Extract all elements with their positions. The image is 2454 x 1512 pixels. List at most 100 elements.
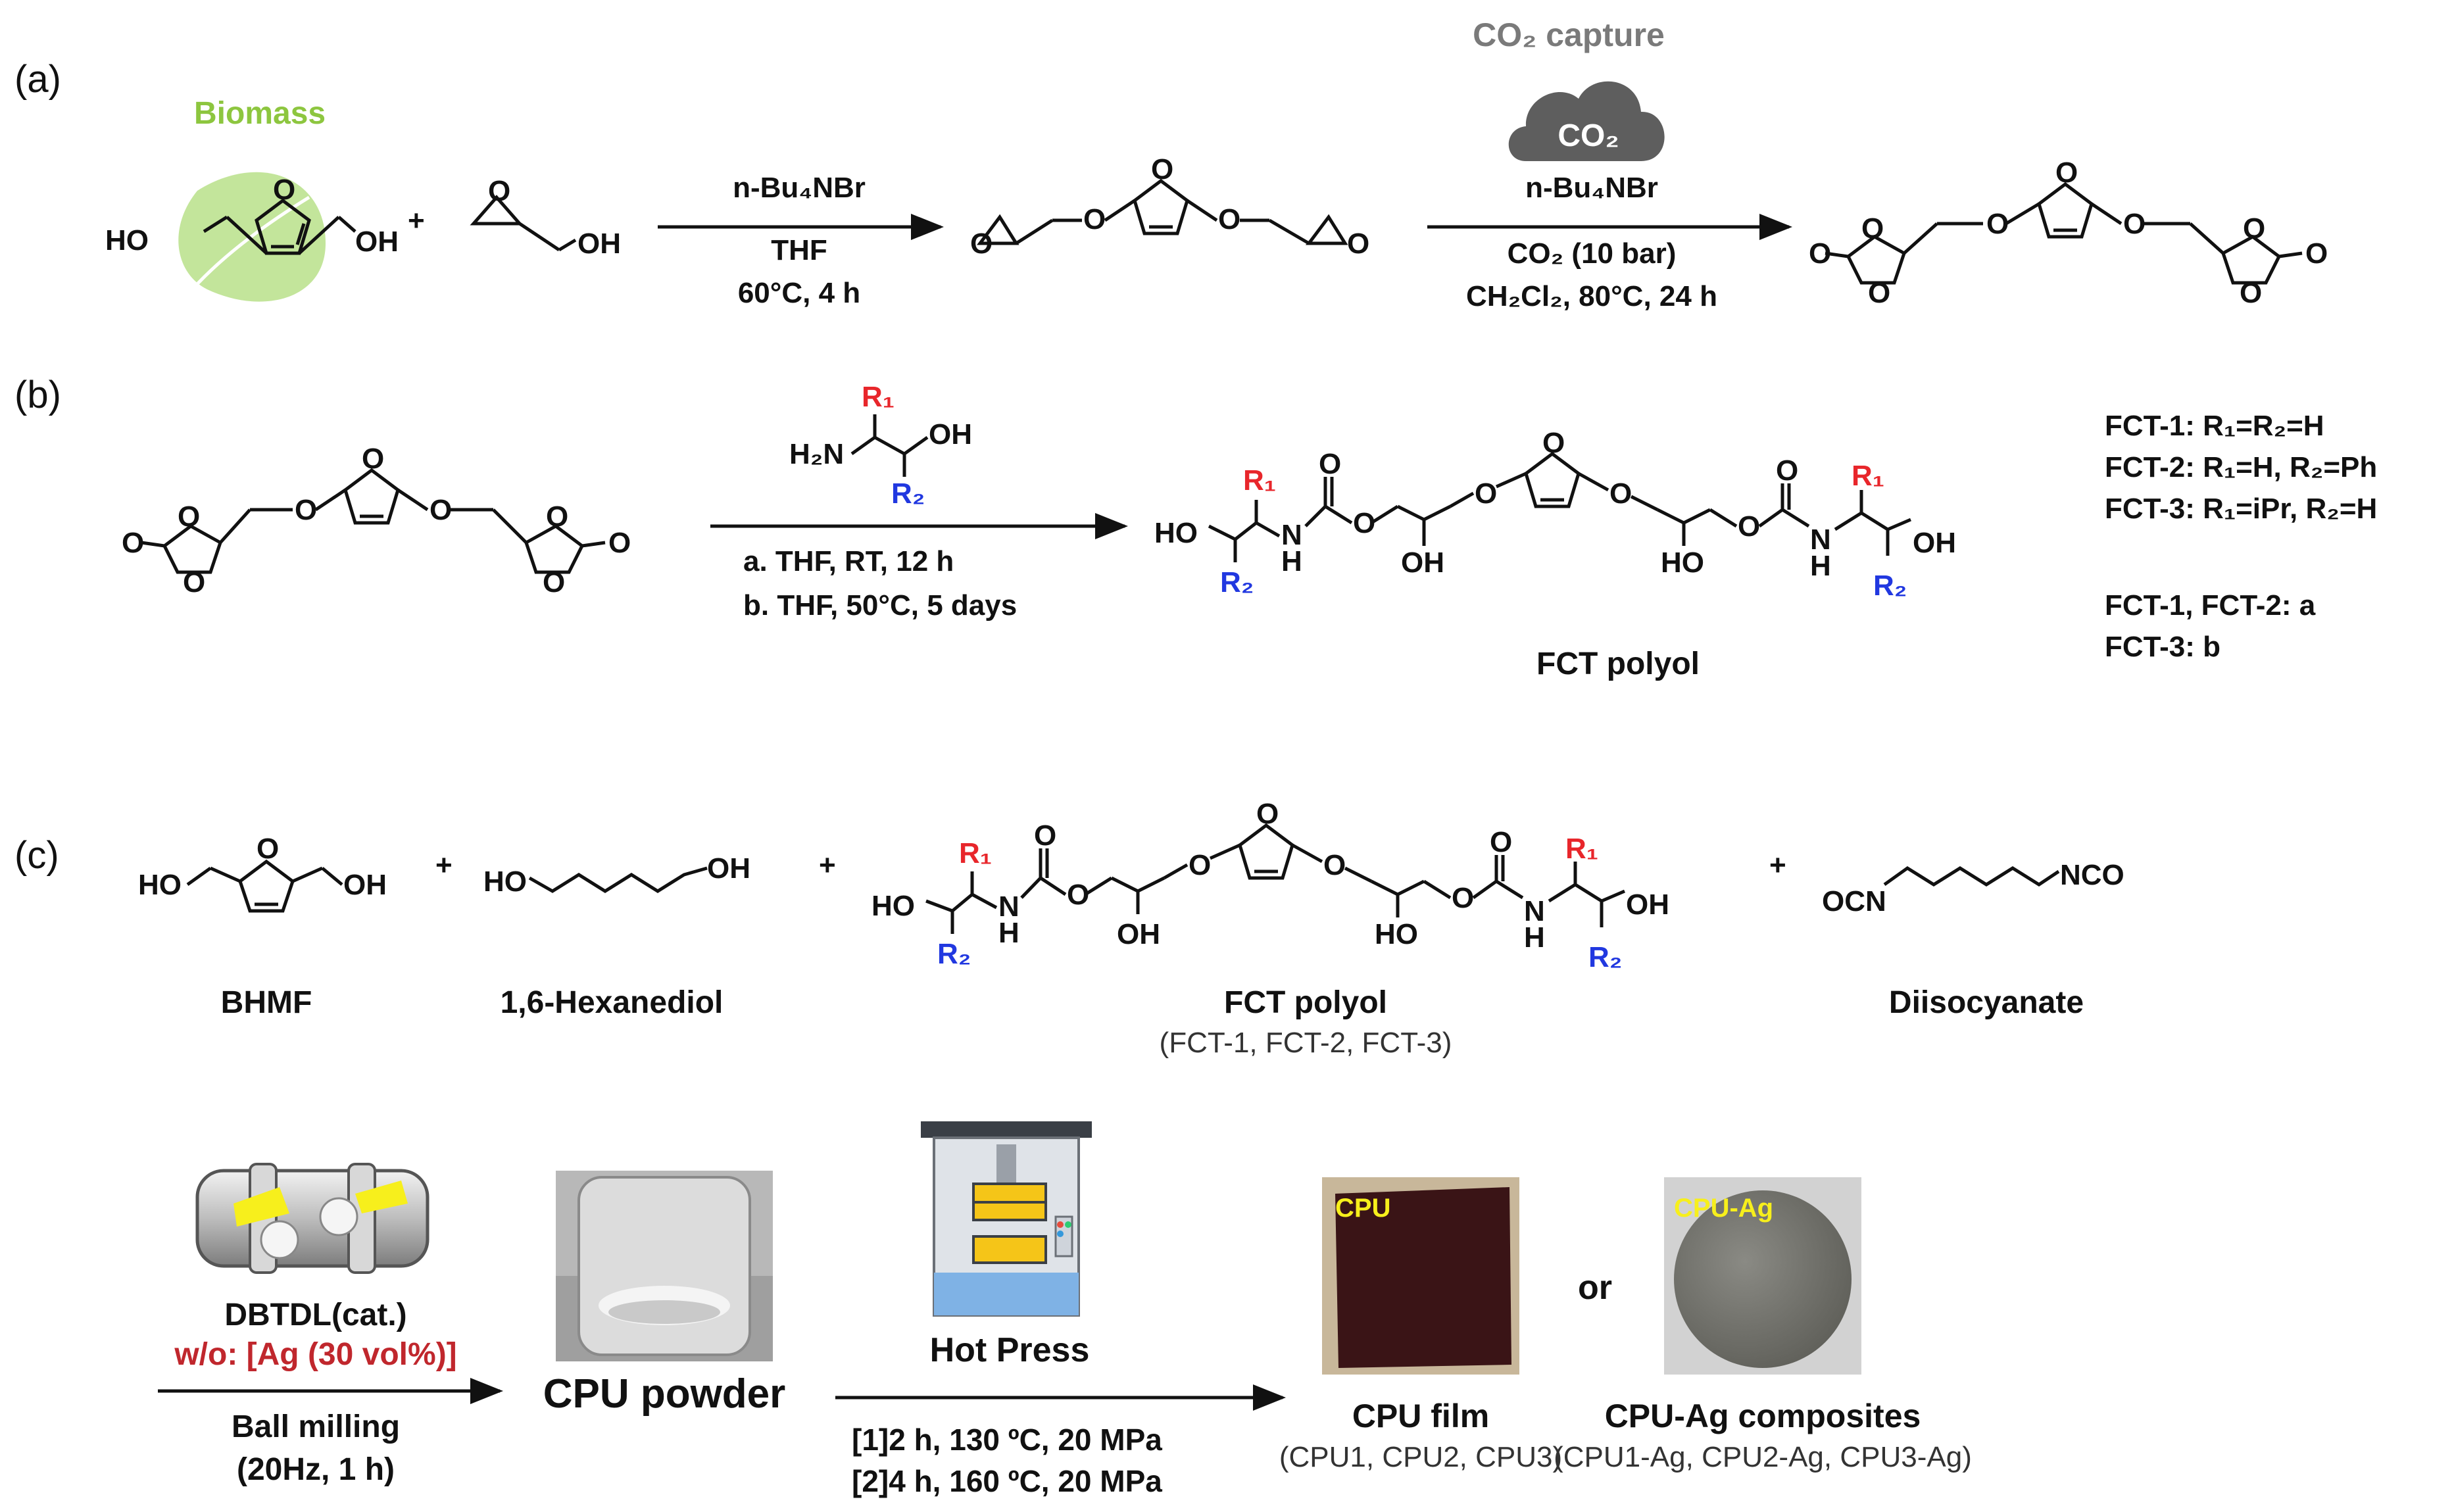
diisocyanate-name: Diisocyanate — [1889, 985, 2084, 1020]
step1-reagent: n-Bu₄NBr — [733, 172, 866, 204]
biscarbonate-a-o2: O — [1861, 212, 1884, 245]
fct-b-o-left: O — [1353, 507, 1375, 539]
milling-cond: (20Hz, 1 h) — [237, 1452, 395, 1487]
biscarbonate-structure-b — [141, 468, 606, 574]
cpu-ag-sub: (CPU1-Ag, CPU2-Ag, CPU3-Ag) — [1554, 1441, 1972, 1473]
cpu-film-tag: CPU — [1335, 1194, 1390, 1223]
aminoalcohol-r2: R₂ — [891, 477, 925, 510]
diisocyanate-nco: NCO — [2060, 859, 2124, 891]
biscarbonate-a-o3: O — [1868, 277, 1890, 309]
plus-c3: + — [1769, 849, 1786, 881]
plus-c1: + — [435, 849, 453, 881]
fct-b-ho: HO — [1154, 517, 1198, 549]
fct-c-o-right: O — [1452, 882, 1474, 914]
variant-fct3: FCT-3: R₁=iPr, R₂=H — [2105, 493, 2377, 525]
hexanediol-name: 1,6-Hexanediol — [501, 985, 724, 1020]
press-step1: [1]2 h, 130 ºC, 20 MPa — [852, 1423, 1162, 1457]
fct-polyol-structure-c — [925, 823, 1625, 934]
fct-c-ho-right: HO — [1375, 918, 1418, 950]
fct-b-co-right: O — [1776, 454, 1798, 487]
or-text: or — [1578, 1269, 1612, 1307]
biscarbonate-a-o4: O — [1986, 208, 2009, 240]
step2-reagent: n-Bu₄NBr — [1525, 172, 1658, 204]
biscarbonate-a-o: O — [1809, 237, 1831, 270]
bhmf-structure-c — [186, 859, 343, 913]
fct-b-oh-right: OH — [1913, 527, 1956, 559]
step-b-line-b: b. THF, 50°C, 5 days — [743, 589, 1017, 622]
fct-b-oh-left: OH — [1401, 547, 1444, 579]
cpu-film-sub: (CPU1, CPU2, CPU3) — [1279, 1441, 1562, 1473]
fct-c-n-right: N — [1524, 895, 1545, 927]
bhmf-a-ho: HO — [105, 224, 149, 256]
biscarbonate-a-o9: O — [2305, 237, 2328, 270]
glycidol-structure — [470, 195, 577, 252]
fct-b-o-right: O — [1738, 510, 1760, 543]
fct-c-n-left: N — [998, 890, 1019, 923]
biscarbonate-b-o7: O — [546, 500, 568, 533]
bhmf-a-ring-o: O — [273, 174, 295, 206]
biscarbonate-b-o6: O — [429, 494, 452, 526]
biomass-label: Biomass — [194, 96, 326, 131]
aminoalcohol-oh: OH — [929, 418, 972, 451]
fct-c-oh-right: OH — [1626, 889, 1669, 921]
glycidol-oh: OH — [577, 228, 621, 260]
bhmf-c-oh: OH — [343, 869, 387, 901]
cpu-ag-name: CPU-Ag composites — [1605, 1398, 1921, 1434]
catalyst-label: DBTDL(cat.) — [224, 1298, 406, 1332]
hot-press-label: Hot Press — [930, 1331, 1090, 1369]
conditions-map-2: FCT-3: b — [2105, 631, 2221, 663]
plus-c2: + — [819, 849, 836, 881]
cpu-ag-tag: CPU-Ag — [1674, 1194, 1773, 1223]
step2-pressure: CO₂ (10 bar) — [1508, 237, 1677, 270]
press-step2: [2]4 h, 160 ºC, 20 MPa — [852, 1464, 1162, 1498]
diisocyanate-ocn: OCN — [1822, 885, 1886, 917]
co2-cloud-icon — [1508, 81, 1665, 161]
fct-polyol-structure-b — [1208, 451, 1911, 562]
fct-c-o-left: O — [1067, 879, 1089, 911]
step2-conditions: CH₂Cl₂, 80°C, 24 h — [1466, 280, 1717, 312]
fct-c-h-right: H — [1524, 921, 1545, 954]
plus-a: + — [408, 205, 425, 237]
additive-label: w/o: [Ag (30 vol%)] — [174, 1337, 456, 1372]
fct-b-o-ether-left: O — [1475, 477, 1497, 510]
fct-c-o-ether-right: O — [1323, 849, 1346, 881]
biscarbonate-b-o5: O — [362, 443, 384, 475]
fct-b-n-left: N — [1281, 519, 1302, 551]
cpu-film-name: CPU film — [1352, 1398, 1489, 1434]
fct-c-r1-left: R₁ — [959, 837, 992, 869]
fct-c-o-ether-left: O — [1189, 849, 1211, 881]
fct-c-ho: HO — [871, 890, 915, 922]
fct-b-o-ether-right: O — [1609, 477, 1632, 510]
panel-b-label: (b) — [14, 374, 61, 416]
fct-b-o-ring: O — [1542, 427, 1565, 459]
step1-conditions: 60°C, 4 h — [738, 277, 860, 309]
fct-c-r2-right: R₂ — [1588, 941, 1622, 973]
aminoalcohol-amine: H₂N — [789, 438, 844, 470]
bhmf-c-o: O — [257, 833, 279, 865]
fct-c-co-left: O — [1034, 819, 1056, 852]
fct-c-r2-left: R₂ — [937, 938, 971, 970]
diepoxide-o-ether2: O — [1218, 203, 1240, 235]
fct-c-oh-left: OH — [1117, 918, 1160, 950]
hexanediol-oh: OH — [707, 852, 750, 885]
bhmf-a-oh: OH — [355, 226, 399, 258]
fct-c-r1-right: R₁ — [1565, 833, 1598, 865]
fct-b-h-left: H — [1281, 545, 1302, 577]
diepoxide-o-right: O — [1347, 228, 1369, 260]
diepoxide-o-ether1: O — [1083, 203, 1106, 235]
variant-fct2: FCT-2: R₁=H, R₂=Ph — [2105, 451, 2377, 483]
conditions-map-1: FCT-1, FCT-2: a — [2105, 589, 2316, 622]
fct-b-r1-left: R₁ — [1243, 464, 1276, 497]
cpu-ag-photo — [1664, 1177, 1861, 1375]
co2-capture-title: CO₂ capture — [1473, 16, 1665, 53]
hot-press-icon — [921, 1121, 1092, 1317]
fct-b-n-right: N — [1810, 524, 1831, 556]
fct-c-h-left: H — [998, 917, 1019, 949]
glycidol-o: O — [488, 175, 510, 207]
step1-solvent: THF — [771, 234, 827, 266]
bhmf-c-ho: HO — [138, 869, 182, 901]
biscarbonate-structure-a — [1825, 182, 2303, 285]
diepoxide-o-left: O — [970, 228, 993, 260]
co2-cloud-text: CO₂ — [1558, 118, 1619, 153]
fct-c-co-right: O — [1490, 826, 1512, 858]
